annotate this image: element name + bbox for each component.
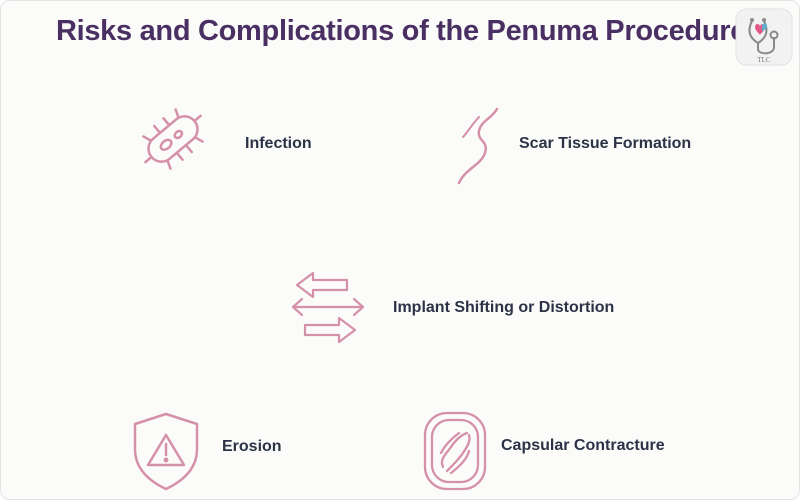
risk-label-implant-shifting: Implant Shifting or Distortion [393, 299, 615, 316]
arrows-shift-icon [289, 267, 367, 347]
bacteria-icon [133, 99, 213, 179]
risk-label-capsular-contracture: Capsular Contracture [501, 437, 665, 454]
risk-label-infection: Infection [245, 135, 312, 152]
page-title: Risks and Complications of the Penuma Pr… [55, 15, 747, 47]
risk-label-scar-tissue: Scar Tissue Formation [519, 135, 692, 152]
tlc-logo: TLC [734, 7, 794, 67]
capsule-icon [421, 409, 489, 493]
svg-text:TLC: TLC [757, 56, 771, 64]
warning-shield-icon [131, 411, 201, 491]
scar-line-icon [453, 105, 505, 187]
risk-label-erosion: Erosion [222, 438, 282, 455]
stethoscope-heart-icon: TLC [735, 8, 793, 66]
